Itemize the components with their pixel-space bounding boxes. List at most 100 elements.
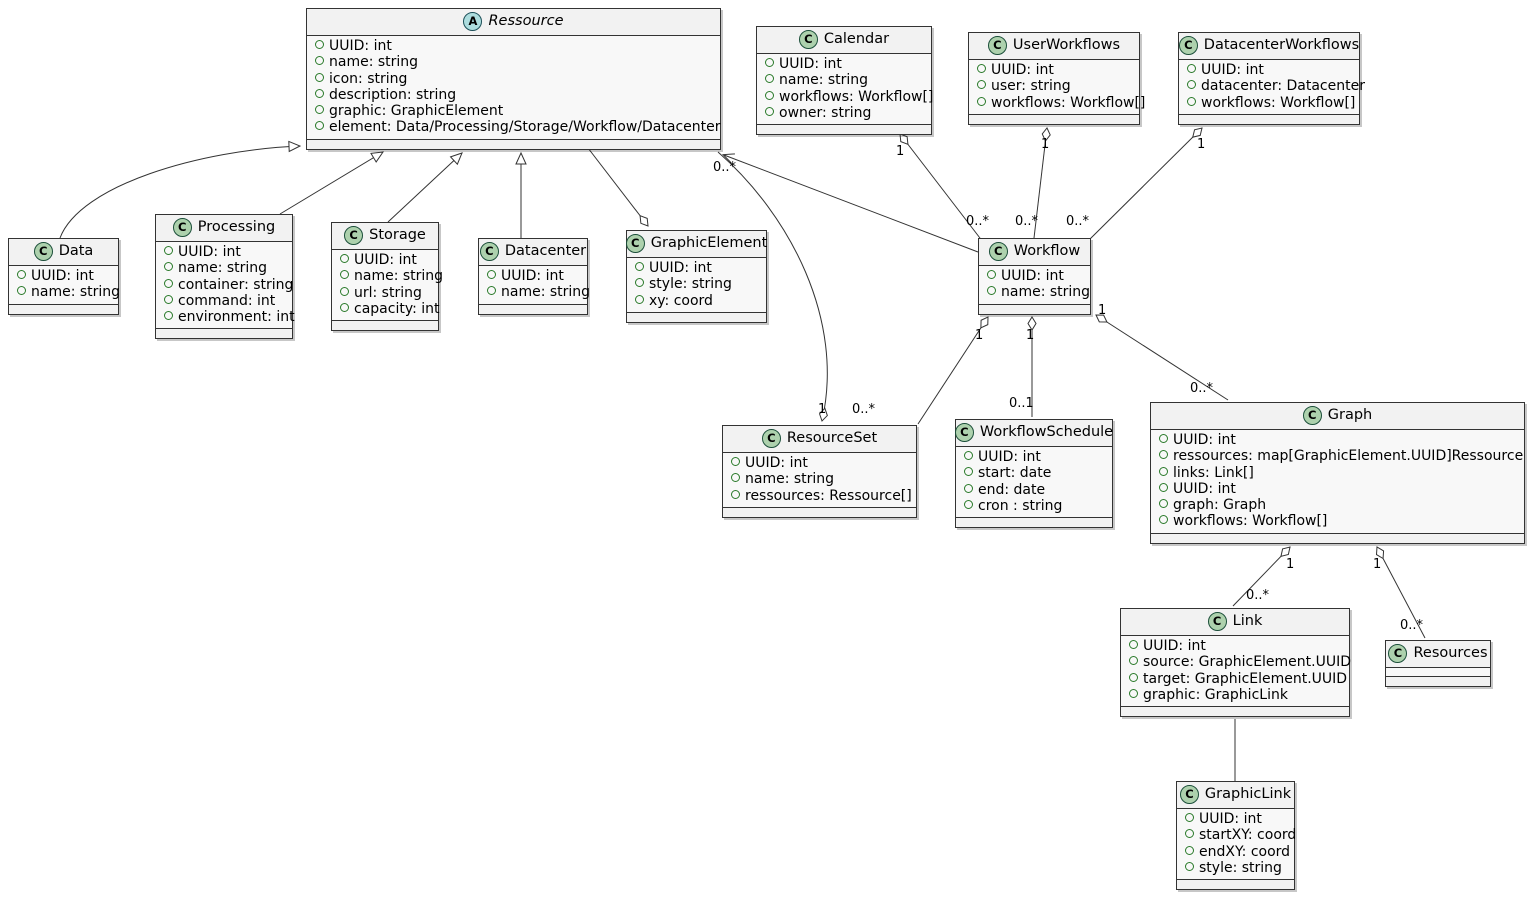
- attribute-row: UUID: int: [985, 268, 1084, 284]
- attribute-row: startXY: coord: [1183, 827, 1296, 843]
- public-visibility-icon: [635, 278, 644, 288]
- attribute-row: links: Link[]: [1157, 465, 1518, 481]
- public-visibility-icon: [1159, 466, 1168, 476]
- attribute-row: datacenter: Datacenter: [1185, 78, 1365, 94]
- attribute-label: graph: Graph: [1173, 497, 1267, 514]
- multiplicity-label: 0..*: [966, 214, 990, 229]
- attribute-label: user: string: [991, 78, 1071, 95]
- public-visibility-icon: [1129, 640, 1138, 649]
- attribute-row: UUID: int: [1157, 432, 1518, 448]
- attribute-label: workflows: Workflow[]: [1201, 94, 1356, 111]
- class-name-graphiclink: GraphicLink: [1204, 785, 1292, 802]
- attribute-label: startXY: coord: [1199, 827, 1297, 844]
- public-visibility-icon: [1129, 672, 1138, 682]
- class-name-userworkflows: UserWorkflows: [1012, 36, 1121, 53]
- class-methods-userworkflows: [969, 114, 1139, 124]
- class-methods-workflow: [979, 304, 1090, 314]
- public-visibility-icon: [315, 121, 324, 131]
- attribute-row: target: GraphicElement.UUID: [1127, 671, 1347, 687]
- attribute-label: UUID: int: [1001, 268, 1064, 284]
- attribute-label: name: string: [745, 471, 835, 488]
- public-visibility-icon: [765, 106, 774, 116]
- class-name-storage: Storage: [369, 226, 426, 243]
- attribute-row: start: date: [962, 465, 1106, 481]
- attribute-row: name: string: [15, 284, 120, 300]
- attribute-label: UUID: int: [991, 62, 1054, 78]
- multiplicity-label: 1: [818, 402, 827, 417]
- class-name-data: Data: [58, 242, 94, 259]
- attribute-label: name: string: [31, 284, 121, 301]
- attribute-row: UUID: int: [1185, 62, 1353, 78]
- attribute-label: UUID: int: [31, 268, 94, 284]
- attribute-label: start: date: [978, 465, 1052, 482]
- class-icon: C: [761, 429, 781, 448]
- attribute-label: command: int: [178, 292, 276, 309]
- edge-datacenterworkflows-workflow: [1088, 127, 1203, 241]
- public-visibility-icon: [731, 473, 740, 483]
- attribute-row: UUID: int: [1127, 638, 1343, 654]
- edge-processing-ressource: [279, 151, 385, 215]
- attribute-label: UUID: int: [178, 244, 241, 260]
- attribute-row: UUID: int: [1183, 811, 1288, 827]
- attribute-label: UUID: int: [1199, 811, 1262, 827]
- public-visibility-icon: [765, 74, 774, 84]
- public-visibility-icon: [17, 270, 26, 279]
- attribute-row: name: string: [162, 260, 286, 276]
- attribute-label: workflows: Workflow[]: [779, 88, 934, 105]
- class-methods-processing: [156, 329, 292, 339]
- attribute-row: name: string: [338, 268, 443, 284]
- attribute-label: UUID: int: [779, 56, 842, 72]
- public-visibility-icon: [977, 96, 986, 106]
- class-name-datacenter: Datacenter: [504, 242, 587, 259]
- public-visibility-icon: [1159, 482, 1168, 492]
- class-icon: C: [954, 423, 974, 442]
- class-methods-datacenter: [479, 304, 587, 314]
- attribute-row: UUID: int: [1157, 481, 1518, 497]
- attribute-row: style: string: [1183, 860, 1288, 876]
- multiplicity-label: 1: [1098, 303, 1107, 318]
- attribute-label: UUID: int: [745, 455, 808, 471]
- class-icon: C: [625, 234, 645, 253]
- attribute-label: capacity: int: [354, 300, 440, 317]
- attribute-row: endXY: coord: [1183, 844, 1290, 860]
- attribute-row: user: string: [975, 78, 1133, 94]
- attribute-row: element: Data/Processing/Storage/Workflo…: [313, 119, 720, 135]
- attribute-row: source: GraphicElement.UUID: [1127, 654, 1351, 670]
- attribute-row: UUID: int: [338, 252, 432, 268]
- class-icon: C: [987, 36, 1007, 55]
- public-visibility-icon: [315, 56, 324, 66]
- attribute-row: UUID: int: [975, 62, 1133, 78]
- multiplicity-label: 1: [975, 328, 984, 343]
- public-visibility-icon: [164, 294, 173, 304]
- attribute-row: xy: coord: [633, 293, 760, 309]
- class-methods-resources: [1386, 677, 1490, 686]
- edge-storage-ressource: [387, 152, 463, 223]
